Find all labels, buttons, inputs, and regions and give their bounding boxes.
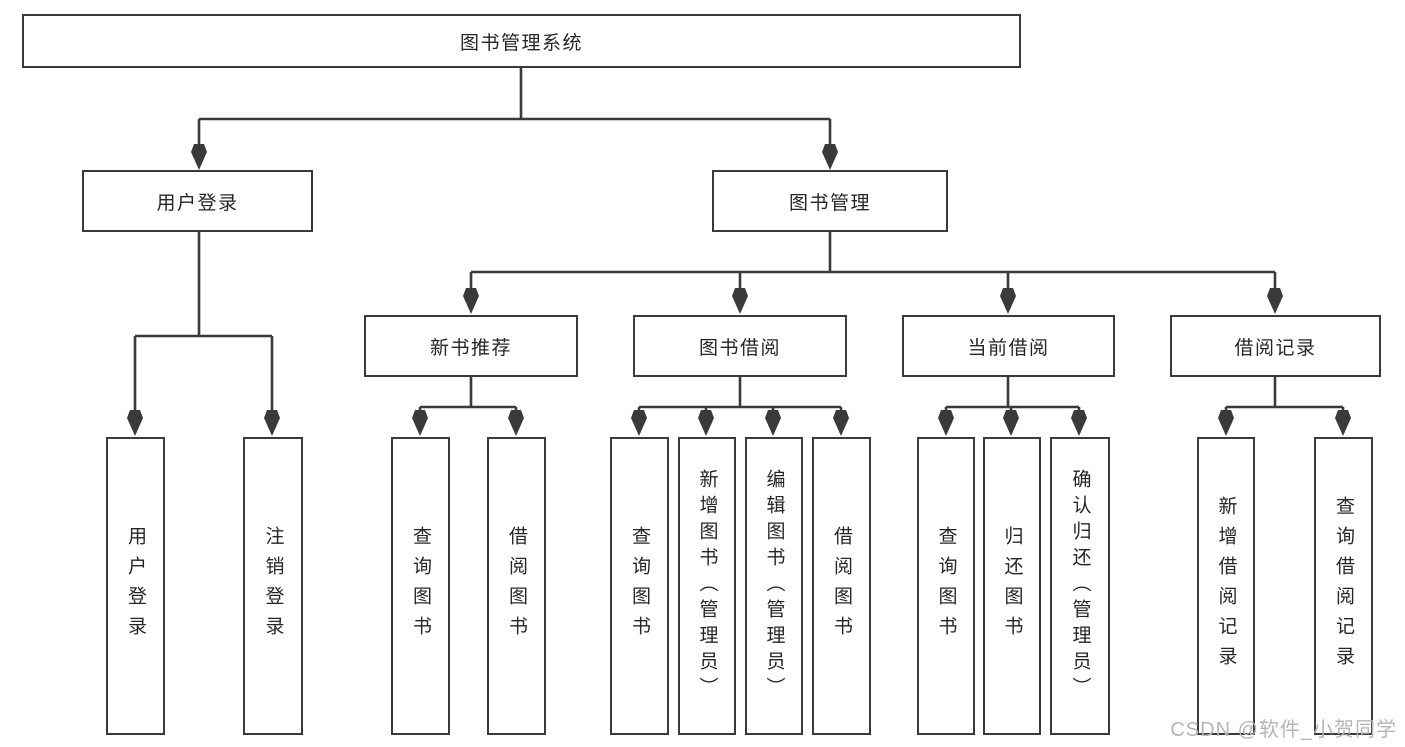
- connector-book-management-children: [469, 232, 1277, 292]
- node-label: 借阅图书: [831, 526, 852, 646]
- node-borrowing-records: 借阅记录: [1170, 315, 1381, 377]
- node-label: 图书借阅: [698, 337, 781, 359]
- node-label: 注销登录: [262, 526, 284, 646]
- node-label: 借阅记录: [1234, 337, 1317, 359]
- node-label: 图书管理: [788, 192, 871, 214]
- leaf-current-confirm-return-admin: 确认归还（管理员）: [1050, 437, 1110, 735]
- leaf-user-login: 用户登录: [106, 437, 165, 735]
- leaf-recommend-borrow-books: 借阅图书: [487, 437, 546, 735]
- connector-new-book-recommendation-children: [418, 377, 518, 414]
- connector-root-to-level2: [197, 68, 832, 148]
- node-label: 查询图书: [629, 526, 650, 646]
- node-label: 归还图书: [1001, 526, 1023, 646]
- connector-current-borrowing-children: [944, 377, 1081, 414]
- node-label: 查询图书: [410, 526, 431, 646]
- node-user-login: 用户登录: [82, 170, 313, 232]
- node-label: 查询图书: [935, 526, 957, 646]
- leaf-borrowing-query-books: 查询图书: [610, 437, 669, 735]
- leaf-records-query-borrow-record: 查询借阅记录: [1314, 437, 1373, 735]
- node-label: 当前借阅: [967, 337, 1050, 359]
- connector-borrowing-records-children: [1224, 377, 1345, 414]
- connector-user-login-children: [133, 232, 274, 414]
- connector-book-borrowing-children: [637, 377, 843, 414]
- node-label: 用户登录: [125, 526, 146, 646]
- node-library-system: 图书管理系统: [22, 14, 1021, 68]
- leaf-borrowing-edit-books-admin: 编辑图书（管理员）: [745, 437, 803, 735]
- node-book-management: 图书管理: [712, 170, 948, 232]
- leaf-current-query-books: 查询图书: [917, 437, 975, 735]
- leaf-borrowing-add-books-admin: 新增图书（管理员）: [678, 437, 736, 735]
- node-new-book-recommendation: 新书推荐: [364, 315, 578, 377]
- node-label: 用户登录: [156, 192, 239, 214]
- node-label: 编辑图书（管理员）: [763, 469, 785, 703]
- leaf-borrowing-borrow-books: 借阅图书: [812, 437, 871, 735]
- node-label: 新增借阅记录: [1215, 496, 1237, 676]
- node-label: 新增图书（管理员）: [696, 469, 718, 703]
- csdn-watermark: CSDN @软件_小贺同学: [1170, 719, 1397, 741]
- node-current-borrowing: 当前借阅: [902, 315, 1115, 377]
- node-label: 确认归还（管理员）: [1069, 469, 1091, 703]
- node-label: 图书管理系统: [459, 32, 583, 54]
- leaf-current-return-books: 归还图书: [983, 437, 1041, 735]
- node-label: 新书推荐: [429, 337, 512, 359]
- leaf-logout: 注销登录: [243, 437, 303, 735]
- node-label: 借阅图书: [506, 526, 527, 646]
- leaf-records-add-borrow-record: 新增借阅记录: [1197, 437, 1255, 735]
- node-label: 查询借阅记录: [1333, 496, 1354, 676]
- node-book-borrowing: 图书借阅: [633, 315, 847, 377]
- leaf-recommend-query-books: 查询图书: [391, 437, 450, 735]
